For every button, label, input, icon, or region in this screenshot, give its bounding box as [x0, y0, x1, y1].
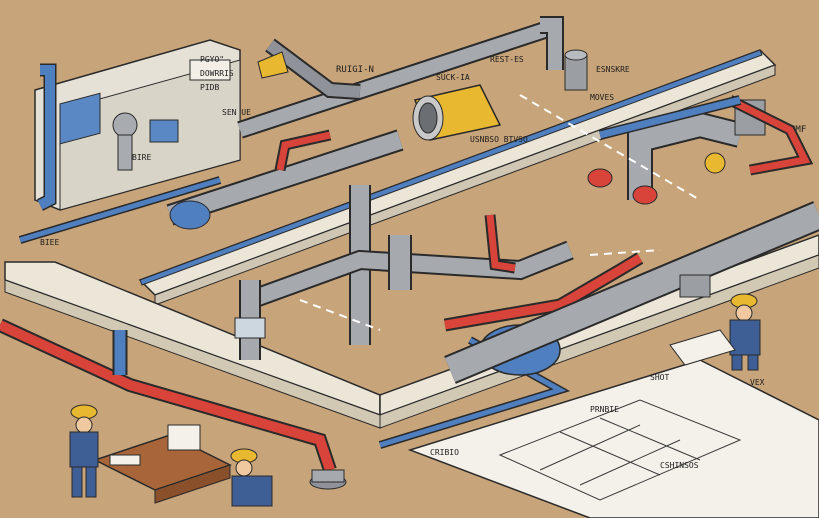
red-pipes [0, 95, 814, 473]
pipe-stand [309, 469, 347, 490]
blueprint-label-a: SHOT [650, 373, 669, 382]
worker-center [230, 448, 273, 507]
blueprint-label-b: PRNBIE [590, 405, 619, 414]
top-gray-pipe [237, 16, 564, 139]
valve-wheel-icon [704, 152, 726, 174]
yellow-filter-unit: SUCK-IA REST-ES USNBSO BTVSO [412, 55, 528, 144]
worker-right [669, 293, 761, 371]
pump-label-b: MOVES [590, 93, 614, 102]
main-duct-lower [4, 234, 819, 429]
blueprint-label-e: VEX [750, 378, 765, 387]
pipe-bracket: RUIGI-N [257, 38, 374, 100]
control-panel: PGYO" DOWRRIS PIDB SEN UE BIRE [34, 39, 251, 211]
bracket-label: RUIGI-N [336, 65, 374, 75]
top-pump: ESNSKRE MOVES [564, 49, 630, 102]
blueprint-label-c: CRIBIO [430, 448, 459, 457]
left-duct-label: BIEE [40, 238, 59, 247]
gray-pipe-network [166, 129, 574, 360]
blueprint-sheet: SHOT PRNBIE CRIBIO CSHINSOS VEX [407, 359, 819, 518]
work-desk [93, 424, 232, 504]
panel-side-label: SEN UE [222, 108, 251, 117]
panel-label-b: DOWRRIS [200, 69, 234, 78]
panel-label-a: PGYO" [200, 55, 224, 64]
large-diagonal-pipe [444, 201, 819, 384]
yellow-unit-side-label: REST-ES [490, 55, 524, 64]
guide-lines [299, 94, 701, 331]
gauge-icon [112, 112, 138, 138]
yellow-unit-top-label: SUCK-IA [436, 73, 470, 82]
panel-label-c: PIDB [200, 83, 219, 92]
panel-bottom-label: BIRE [132, 153, 151, 162]
blueprint-label-d: CSHINSOS [660, 461, 699, 470]
right-pump-label: CMF [790, 125, 806, 135]
worker-left [69, 404, 99, 498]
yellow-unit-bottom-label: USNBSO BTVSO [470, 135, 528, 144]
pump-label-a: ESNSKRE [596, 65, 630, 74]
